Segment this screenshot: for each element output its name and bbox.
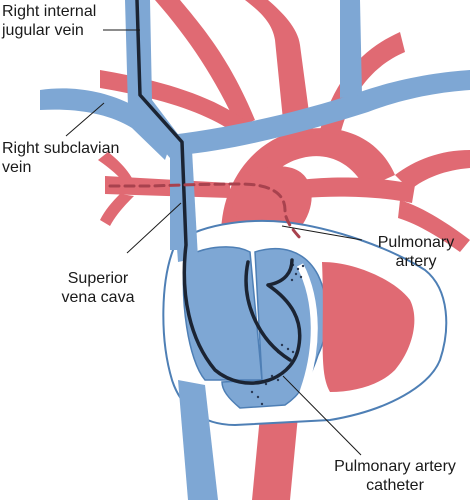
label-right-subclavian-vein: Right subclavian vein bbox=[2, 139, 119, 177]
leader-svc bbox=[126, 202, 182, 254]
catheter-dashed-path bbox=[108, 182, 302, 240]
catheter-line bbox=[135, 0, 302, 385]
arch-branch-1 bbox=[245, 0, 312, 140]
aortic-arch bbox=[221, 128, 395, 250]
left-pulmonary-artery bbox=[105, 176, 230, 198]
left-brachiocephalic-vein bbox=[170, 70, 470, 155]
right-branch-upper bbox=[395, 150, 470, 190]
leader-lines bbox=[65, 29, 363, 456]
right-branch-lower bbox=[398, 200, 470, 252]
arch-branch-3 bbox=[155, 0, 255, 128]
label-catheter-line-2: catheter bbox=[366, 477, 424, 494]
label-subclavian-line-1: Right subclavian bbox=[2, 140, 120, 157]
catheter bbox=[108, 0, 302, 385]
left-pa-fork-down bbox=[100, 194, 134, 226]
label-jugular-line-1: Right internal bbox=[2, 3, 97, 20]
veins bbox=[40, 0, 470, 500]
label-catheter-line-1: Pulmonary artery bbox=[334, 458, 456, 475]
label-jugular-line-2: jugular vein bbox=[2, 22, 84, 39]
leader-pa bbox=[281, 225, 363, 241]
label-svc-line-2: vena cava bbox=[61, 289, 135, 306]
left-ventricle bbox=[322, 262, 415, 392]
left-pa-fork-up bbox=[98, 152, 132, 178]
leader-catheter bbox=[282, 375, 362, 456]
heart bbox=[162, 219, 448, 427]
label-pa-line-2: artery bbox=[395, 253, 437, 270]
right-subclavian-vein bbox=[40, 88, 172, 160]
right-pulmonary-artery-left bbox=[300, 177, 415, 203]
right-ventricle bbox=[221, 248, 328, 409]
leader-subclavian bbox=[65, 102, 105, 137]
ventricular-septum bbox=[296, 263, 318, 402]
label-pa-line-1: Pulmonary bbox=[377, 234, 455, 251]
label-subclavian-line-2: vein bbox=[2, 159, 32, 176]
label-superior-vena-cava: Superior vena cava bbox=[43, 269, 153, 307]
left-neck-vein bbox=[340, 0, 362, 98]
label-right-internal-jugular-vein: Right internal jugular vein bbox=[2, 2, 96, 40]
right-atrium bbox=[182, 246, 263, 381]
catheter-inner-loop bbox=[244, 260, 292, 362]
label-pulmonary-artery: Pulmonary artery bbox=[366, 233, 466, 271]
inferior-vena-cava bbox=[178, 380, 218, 500]
label-svc-line-1: Superior bbox=[67, 270, 129, 287]
label-pulmonary-artery-catheter: Pulmonary artery catheter bbox=[322, 457, 468, 495]
